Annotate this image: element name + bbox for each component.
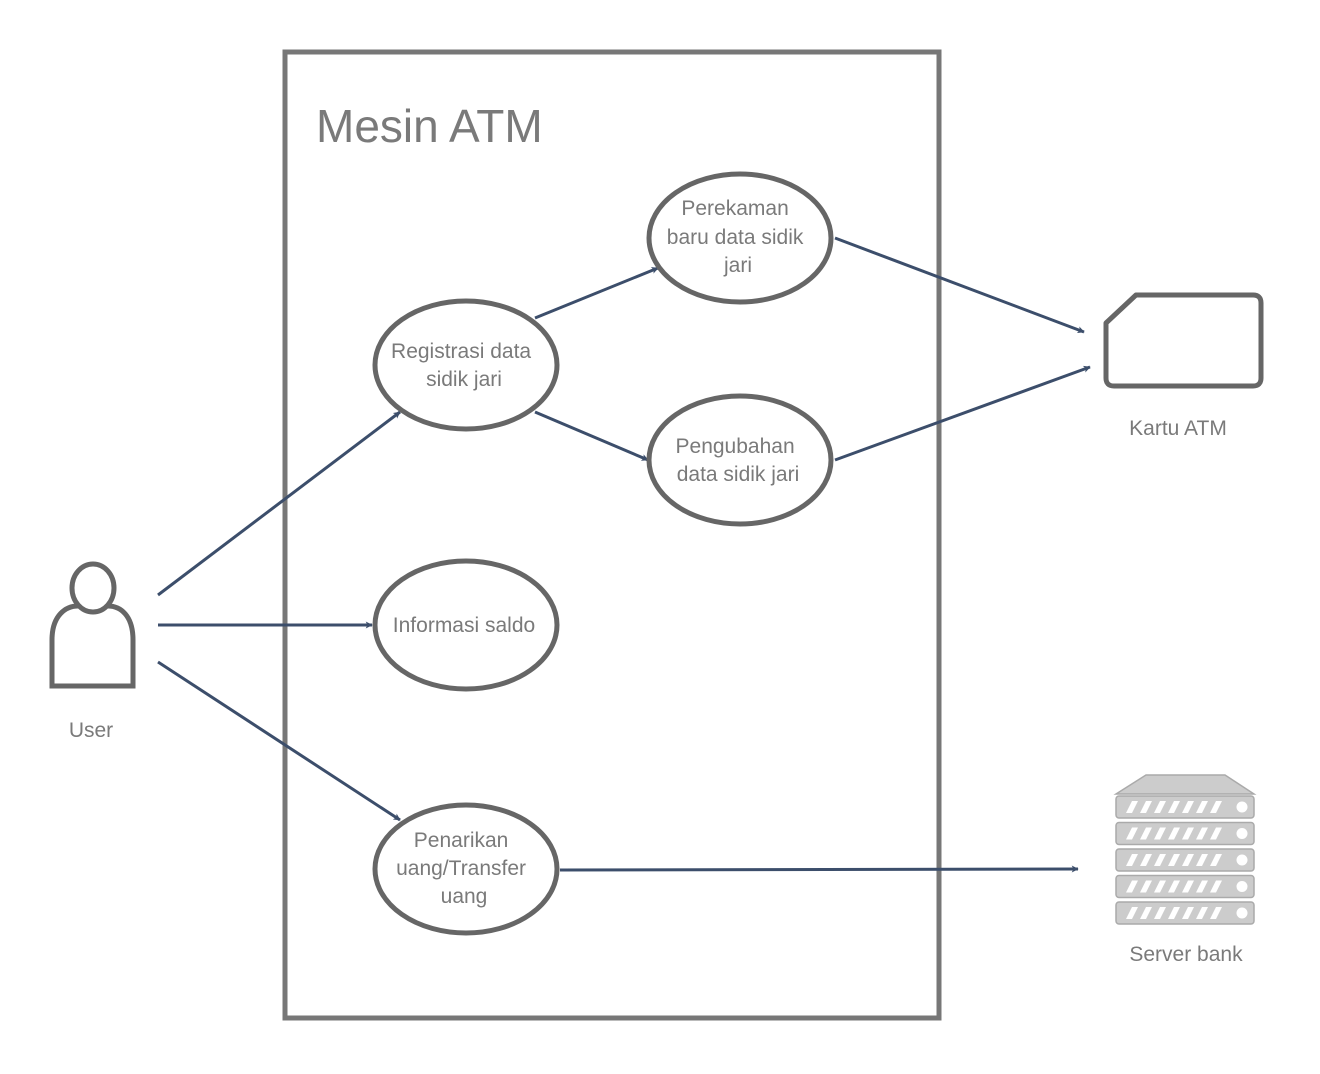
server-vent-slot xyxy=(1126,907,1138,919)
server-vent-slot xyxy=(1210,854,1222,866)
server-vent-slot xyxy=(1168,854,1180,866)
server-vent-slot xyxy=(1196,907,1208,919)
server-vent-slot xyxy=(1182,854,1194,866)
server-led xyxy=(1236,881,1248,892)
use-case-label: Informasi saldo xyxy=(393,614,535,637)
svg-text:Informasi saldo: Informasi saldo xyxy=(393,614,535,637)
server-vent-slot xyxy=(1140,801,1152,813)
use-case-label: baru data sidik xyxy=(667,226,804,249)
server-led xyxy=(1236,828,1248,839)
use-case-informasi: Informasi saldo xyxy=(372,558,560,692)
arrow-pengubahan-to-card xyxy=(834,365,1091,462)
use-case-label: Penarikan xyxy=(414,829,509,852)
arrow-registrasi-to-pengubahan xyxy=(534,410,649,462)
svg-text:Perekaman baru data sidi: Perekaman baru data sidik jari xyxy=(667,197,809,277)
server-led xyxy=(1236,854,1248,866)
server-vent-slot xyxy=(1182,880,1194,893)
actor-card: Kartu ATM xyxy=(1103,292,1264,440)
server-vent-slot xyxy=(1126,880,1138,893)
server-vent-slot xyxy=(1154,854,1166,866)
arrow-user-to-penarikan xyxy=(157,660,401,822)
server-vent-slot xyxy=(1154,801,1166,813)
actor-user-label: User xyxy=(69,719,113,742)
system-title: Mesin ATM xyxy=(316,100,543,152)
use-case-label: data sidik jari xyxy=(677,463,800,486)
server-vent-slot xyxy=(1196,827,1208,840)
actor-user: User xyxy=(49,561,136,742)
use-case-pengubahan: Pengubahan data sidik jari xyxy=(646,393,834,527)
server-vent-slot xyxy=(1196,880,1208,893)
use-case-label: Perekaman xyxy=(681,197,788,220)
server-vent-slot xyxy=(1210,801,1222,813)
server-vent-slot xyxy=(1154,827,1166,840)
server-vent-slot xyxy=(1168,907,1180,919)
server-vent-slot xyxy=(1210,907,1222,919)
server-vent-slot xyxy=(1196,801,1208,813)
server-vent-slot xyxy=(1210,827,1222,840)
use-case-label: Pengubahan xyxy=(676,435,795,458)
server-vent-slot xyxy=(1210,880,1222,893)
server-vent-slot xyxy=(1168,827,1180,840)
server-vent-slot xyxy=(1168,801,1180,813)
card-icon xyxy=(1103,292,1264,389)
use-case-label: sidik jari xyxy=(426,368,502,391)
actor-card-label: Kartu ATM xyxy=(1129,417,1227,440)
actor-server-label: Server bank xyxy=(1129,943,1243,966)
arrow-user-to-registrasi xyxy=(157,410,401,597)
use-case-label: uang xyxy=(441,885,488,908)
server-led xyxy=(1236,801,1248,813)
server-led xyxy=(1236,907,1248,919)
server-vent-slot xyxy=(1182,827,1194,840)
svg-text:Pengubahan data sidik ja: Pengubahan data sidik jari xyxy=(676,435,801,486)
user-icon xyxy=(49,561,136,689)
use-case-perekaman: Perekaman baru data sidik jari xyxy=(646,171,834,305)
svg-text:Penarikan uang/Transfer: Penarikan uang/Transfer uang xyxy=(396,829,532,908)
actor-server: Server bank xyxy=(1113,774,1257,966)
use-case-label: jari xyxy=(723,254,752,277)
use-case-registrasi: Registrasi data sidik jari xyxy=(372,298,560,432)
server-icon xyxy=(1113,774,1257,925)
server-vent-slot xyxy=(1168,880,1180,893)
arrow-perekaman-to-card xyxy=(834,236,1085,334)
server-vent-slot xyxy=(1126,854,1138,866)
arrow-penarikan-to-server xyxy=(559,865,1079,873)
system-boundary: Mesin ATM xyxy=(282,49,942,1021)
server-vent-slot xyxy=(1140,854,1152,866)
server-vent-slot xyxy=(1182,801,1194,813)
server-vent-slot xyxy=(1154,880,1166,893)
server-vent-slot xyxy=(1154,907,1166,919)
associations xyxy=(157,236,1091,873)
server-vent-slot xyxy=(1126,801,1138,813)
server-vent-slot xyxy=(1140,880,1152,893)
use-case-label: uang/Transfer xyxy=(396,857,526,880)
server-vent-slot xyxy=(1126,827,1138,840)
svg-text:Registrasi data sidik ja: Registrasi data sidik jari xyxy=(391,340,537,391)
server-vent-slot xyxy=(1196,854,1208,866)
arrow-registrasi-to-perekaman xyxy=(534,266,659,320)
server-vent-slot xyxy=(1140,827,1152,840)
use-case-penarikan: Penarikan uang/Transfer uang xyxy=(372,802,560,936)
use-case-label: Registrasi data xyxy=(391,340,531,363)
server-vent-slot xyxy=(1182,907,1194,919)
server-vent-slot xyxy=(1140,907,1152,919)
